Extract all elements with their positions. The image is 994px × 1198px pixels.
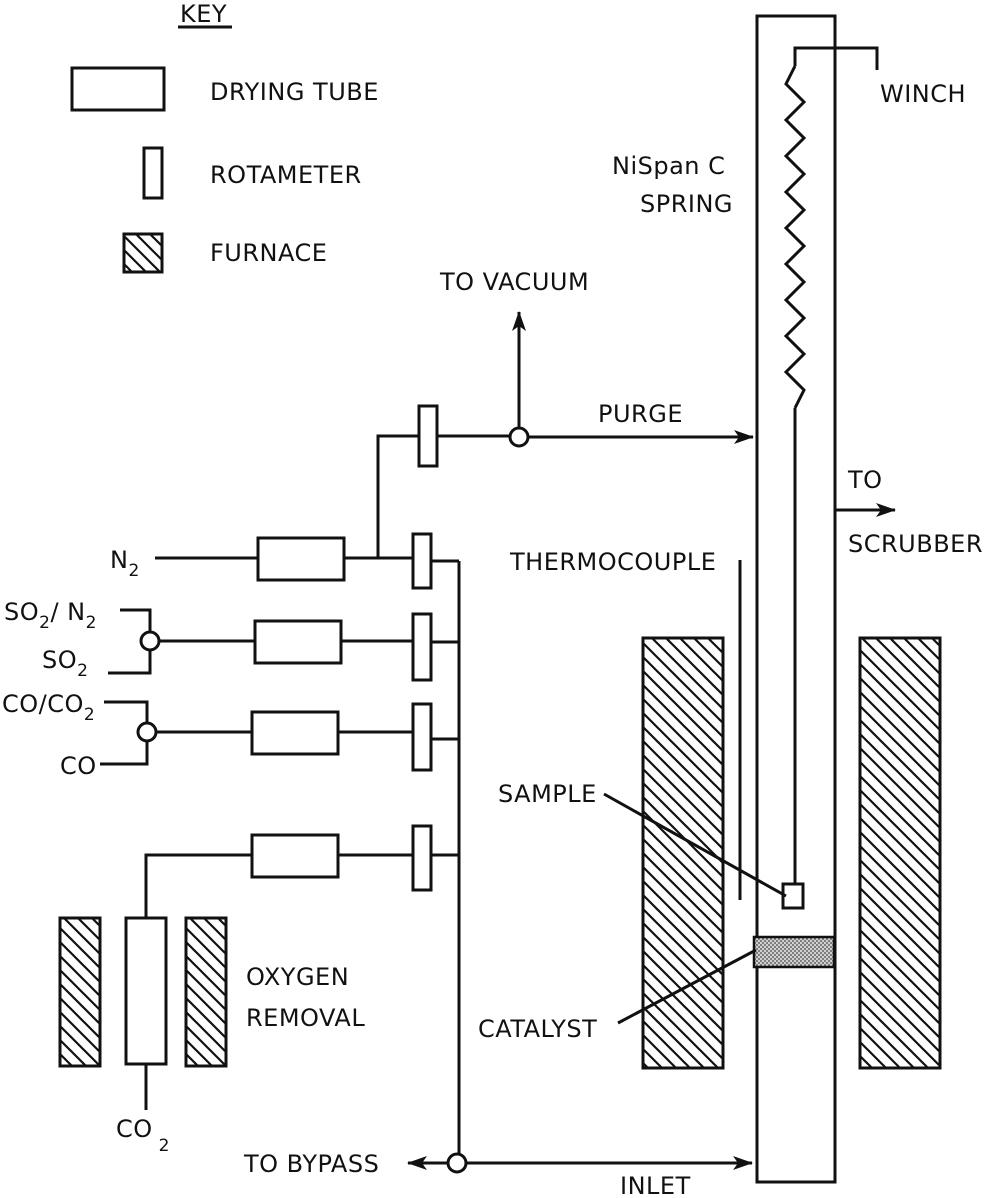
co-co2-label: CO/CO2: [2, 690, 95, 725]
oxygen-furnace-right: [184, 916, 228, 1068]
n2-drying-tube: [256, 536, 346, 582]
reactor-tube: WINCH NiSpan C SPRING: [612, 14, 966, 1184]
key-drying-tube-symbol: [70, 66, 166, 112]
purge-label: PURGE: [598, 400, 683, 428]
so2-n2-feed: [120, 608, 152, 632]
n2-rotameter: [411, 532, 433, 590]
so2-label: SO2: [42, 646, 88, 681]
catalyst-leader: [617, 948, 757, 1025]
so2-n2-label: SO2/ N2: [4, 598, 97, 633]
n2-label: N2: [110, 546, 140, 581]
co-co2-feed: [104, 700, 149, 723]
bypass-valve: [446, 1152, 468, 1174]
n2-line: N2: [110, 532, 459, 590]
oxygen-label-line1: OXYGEN: [246, 963, 349, 991]
key-rotameter-label: ROTAMETER: [210, 161, 362, 189]
inlet-label: INLET: [620, 1172, 691, 1198]
co-rotameter: [411, 702, 433, 772]
so2-drying-tube: [253, 619, 343, 665]
co-line: CO/CO2 CO: [2, 690, 459, 780]
purge-vacuum-tee: [508, 426, 530, 448]
co-feed: [100, 741, 149, 766]
oxygen-label-line2: REMOVAL: [246, 1004, 365, 1032]
co2-source-label: CO2: [116, 1115, 170, 1156]
purge-riser: [376, 434, 419, 558]
so2-feed: [108, 650, 152, 675]
to-label: TO: [847, 466, 883, 494]
key-furnace-symbol: [122, 232, 164, 274]
to-vacuum-label: TO VACUUM: [439, 268, 589, 296]
spring-label-line1: NiSpan C: [612, 152, 725, 180]
sample-label: SAMPLE: [498, 780, 597, 808]
winch-wire: [793, 46, 879, 70]
so2-line: SO2/ N2 SO2: [4, 598, 459, 682]
key-rotameter-symbol: [142, 146, 164, 200]
nispan-spring: [783, 65, 807, 409]
co2-line: OXYGEN REMOVAL CO2: [58, 824, 459, 1156]
so2-mixing-valve: [139, 630, 161, 652]
spring-label-line2: SPRING: [640, 190, 733, 218]
key-title: KEY: [180, 0, 227, 28]
sample-leader: [603, 792, 787, 898]
reactor-furnace-right: [858, 636, 942, 1070]
winch-label: WINCH: [880, 80, 966, 108]
so2-rotameter: [411, 612, 433, 682]
key-drying-tube-label: DRYING TUBE: [210, 78, 379, 106]
catalyst-bed: [752, 935, 836, 969]
co2-drying-tube: [250, 833, 340, 879]
oxygen-furnace-left: [58, 916, 102, 1068]
purge-line: TO VACUUM PURGE: [376, 268, 754, 558]
key-furnace-label: FURNACE: [210, 239, 327, 267]
co-mixing-valve: [136, 721, 158, 743]
key-legend: KEY DRYING TUBE ROTAMETER FURNACE: [70, 0, 379, 274]
thermocouple-label: THERMOCOUPLE: [509, 548, 716, 576]
scrubber-label: SCRUBBER: [848, 530, 983, 558]
co-label: CO: [60, 752, 97, 780]
co2-rotameter: [411, 824, 433, 892]
co2-pipe-1: [144, 853, 252, 918]
purge-rotameter: [417, 404, 439, 468]
catalyst-label: CATALYST: [478, 1015, 597, 1043]
co-drying-tube: [250, 710, 340, 756]
bypass-inlet: TO BYPASS INLET: [243, 1150, 753, 1198]
to-bypass-label: TO BYPASS: [243, 1150, 379, 1178]
oxygen-removal-tube: [124, 916, 168, 1066]
